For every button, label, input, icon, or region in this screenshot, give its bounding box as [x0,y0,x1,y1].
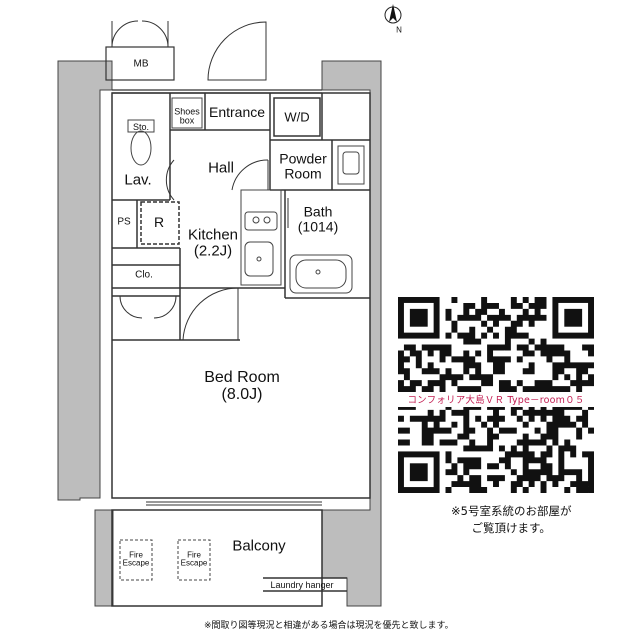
balcony-left-post [94,509,114,607]
sto-label: Sto. [132,122,150,132]
shoes-box-label: Shoes box [174,106,200,126]
disclaimer-footer: ※間取り図等現況と相違がある場合は現況を優先と致します。 [204,621,454,631]
kitchen-counter [240,189,282,286]
fire-escape-2 [177,539,211,581]
structural-walls [57,60,382,607]
toilet-tank [127,119,155,133]
kitchen-label: Kitchen (2.2J) [187,226,239,259]
availability-note: ※5号室系統のお部屋が ご覧頂けます。 [451,504,572,535]
bath-label: Bath (1014) [297,203,339,234]
compass-label: N [396,25,402,35]
powder-room-label: Powder Room [279,150,327,181]
hall-label: Hall [208,159,234,177]
powder-basin [337,145,365,185]
closet-label: Clo. [135,269,153,281]
fire-escape-1 [119,539,153,581]
bed-room-label: Bed Room (8.0J) [204,369,280,403]
mb-label: MB [133,58,149,70]
wd-label: W/D [284,109,310,125]
bathtub [289,254,353,294]
left-wall [57,60,113,501]
fire-escape-label-2: Fire Escape [180,550,208,568]
entrance-label: Entrance [208,104,266,120]
r-label: R [153,214,165,230]
qr-code[interactable] [398,297,594,493]
ps-label: PS [117,216,131,228]
lav-label: Lav. [124,171,152,189]
toilet-bowl [130,130,152,166]
compass-icon [384,4,402,24]
laundry-hanger-label: Laundry hanger [270,580,334,590]
qr-caption: コンフォリア大島ＶＲ Type－room０５ [398,395,594,407]
balcony-label: Balcony [232,537,286,555]
right-wall [321,60,382,607]
kitchen-sink [244,211,278,231]
kitchen-stove [244,241,274,277]
mb-box [105,46,175,81]
fire-escape-label-1: Fire Escape [122,550,150,568]
qr-code-icon [398,297,594,493]
